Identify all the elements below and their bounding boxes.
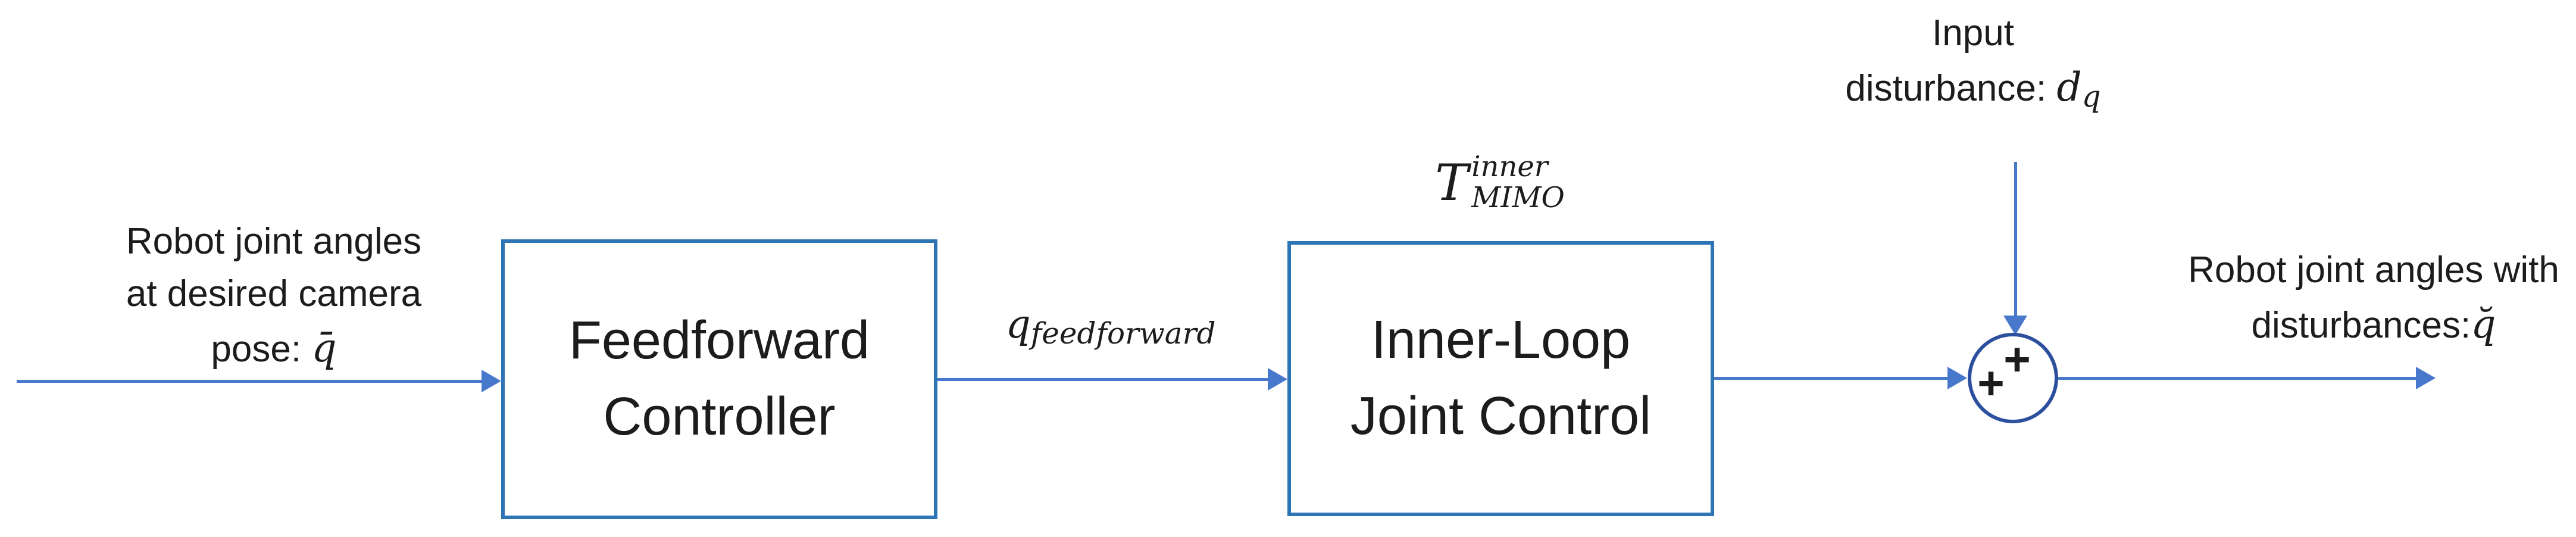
output-signal-label: Robot joint angles with disturbances:q̆ — [2165, 244, 2576, 352]
input-label-line3: pose: q̄ — [77, 320, 470, 376]
transfer-function-label: T inner MIMO — [1393, 144, 1607, 221]
output-label-line1: Robot joint angles with — [2188, 249, 2559, 291]
inner-loop-block-line2: Joint Control — [1350, 386, 1652, 446]
feedforward-to-innerloop-arrow-line — [937, 378, 1268, 381]
output-label-line2: disturbances:q̆ — [2165, 296, 2576, 352]
output-disturbances-text: disturbances: — [2251, 305, 2471, 346]
input-label-line2: at desired camera — [126, 273, 422, 315]
feedforward-block-line2: Controller — [603, 387, 836, 447]
disturbance-label-line2: disturbance: dq — [1795, 60, 2152, 115]
d-subscript-q: q — [2081, 79, 2101, 114]
input-arrowhead-icon — [482, 370, 501, 392]
summing-junction: + + — [1968, 333, 2058, 423]
innerloop-to-sum-arrow-line — [1714, 377, 1948, 380]
d-symbol: d — [2056, 64, 2082, 111]
input-label-line1: Robot joint angles — [126, 221, 422, 262]
disturbance-label-line1: Input — [1932, 13, 2014, 54]
feedforward-controller-block: Feedforward Controller — [501, 239, 937, 519]
transfer-function-base-symbol: T — [1435, 154, 1469, 212]
q-bar-symbol: q̄ — [311, 325, 337, 371]
innerloop-to-sum-arrowhead-icon — [1947, 367, 1967, 389]
feedforward-signal-label: qfeedforward — [944, 296, 1277, 352]
input-signal-label: Robot joint angles at desired camera pos… — [77, 216, 470, 376]
output-arrowhead-icon — [2416, 367, 2436, 389]
feedforward-to-innerloop-arrowhead-icon — [1268, 368, 1287, 391]
input-disturbance-label: Input disturbance: dq — [1795, 7, 2152, 115]
plus-sign-left-icon: + — [1977, 357, 2005, 409]
inner-loop-block-line1: Inner-Loop — [1371, 310, 1631, 370]
transfer-function-scripts: inner MIMO — [1471, 150, 1565, 214]
disturbance-text: disturbance: — [1845, 68, 2057, 110]
disturbance-arrow-line — [2014, 162, 2017, 316]
inner-loop-joint-control-block: Inner-Loop Joint Control — [1287, 241, 1714, 516]
output-arrow-line — [2058, 377, 2416, 380]
q-symbol: q — [1005, 301, 1031, 347]
input-arrow-line — [17, 380, 482, 383]
feedforward-block-line1: Feedforward — [568, 311, 870, 371]
transfer-function-superscript: inner — [1471, 150, 1548, 184]
transfer-function-subscript: MIMO — [1471, 181, 1565, 214]
q-subscript: feedforward — [1030, 316, 1216, 351]
plus-sign-top-icon: + — [2003, 333, 2031, 385]
q-breve-symbol: q̆ — [2471, 301, 2496, 348]
input-label-pose-text: pose: — [211, 329, 312, 370]
disturbance-arrowhead-icon — [2003, 316, 2027, 335]
